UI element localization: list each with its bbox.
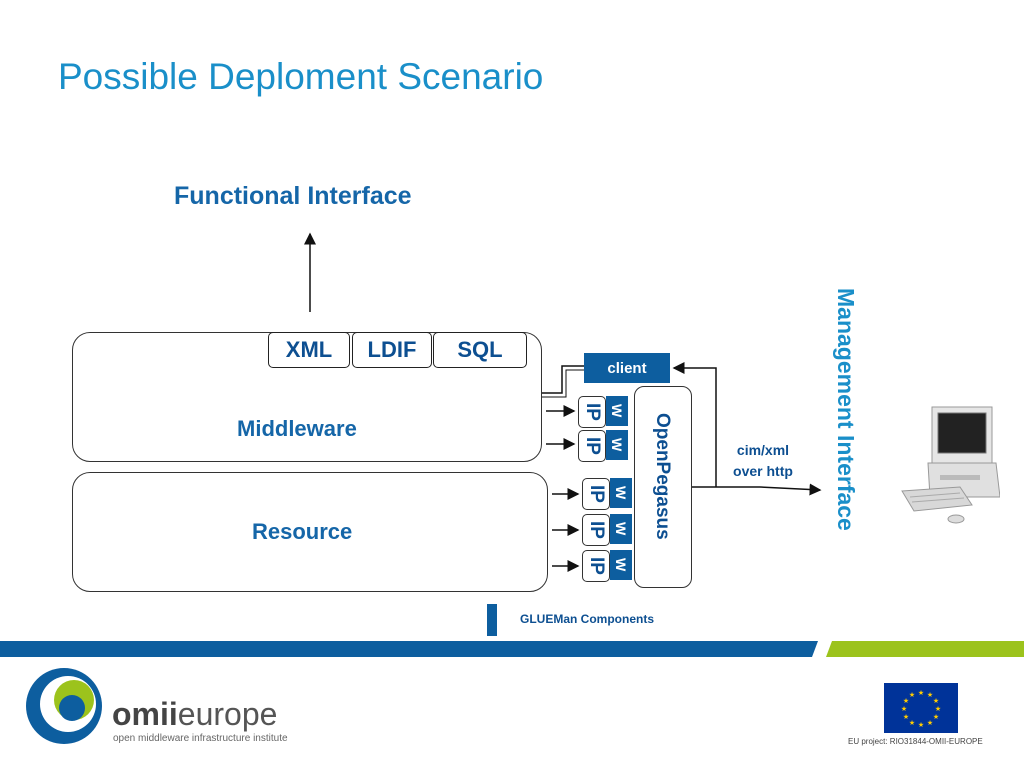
legend-swatch: [487, 604, 497, 636]
management-link: [690, 483, 822, 496]
ip-component: IP: [582, 478, 610, 510]
format-xml: XML: [268, 332, 350, 368]
functional-interface-label: Functional Interface: [174, 182, 412, 210]
svg-text:★: ★: [909, 719, 915, 727]
svg-text:★: ★: [918, 721, 924, 729]
format-ldif: LDIF: [352, 332, 432, 368]
svg-text:★: ★: [933, 697, 939, 705]
w-component: W: [606, 396, 628, 426]
svg-text:★: ★: [901, 705, 907, 713]
ip-component: IP: [582, 550, 610, 582]
ip-component: IP: [578, 396, 606, 428]
svg-text:★: ★: [918, 689, 924, 697]
resource-box: [72, 472, 548, 592]
svg-text:★: ★: [927, 719, 933, 727]
resource-label: Resource: [252, 519, 353, 544]
openpegasus-box: OpenPegasus: [634, 386, 692, 588]
svg-text:★: ★: [909, 691, 915, 699]
client-box: client: [584, 353, 670, 383]
omii-logo-wordmark: omiieurope: [112, 696, 278, 732]
middleware-label: Middleware: [237, 416, 357, 441]
computer-icon: [901, 406, 1000, 524]
svg-text:★: ★: [935, 705, 941, 713]
svg-text:★: ★: [903, 713, 909, 721]
footer-stripe: [0, 641, 1024, 657]
openpegasus-label: OpenPegasus: [652, 413, 673, 540]
format-sql: SQL: [433, 332, 527, 368]
w-component: W: [606, 430, 628, 460]
cim-label: cim/xml over http: [733, 442, 793, 479]
svg-text:★: ★: [927, 691, 933, 699]
page-title: Possible Deploment Scenario: [58, 56, 544, 97]
svg-text:★: ★: [933, 713, 939, 721]
w-component: W: [610, 514, 632, 544]
eu-flag-icon: ★★★ ★★★ ★★★ ★★★: [884, 683, 958, 733]
omii-logo-icon: [26, 668, 102, 744]
svg-text:★: ★: [903, 697, 909, 705]
eu-project-label: EU project: RIO31844-OMII-EUROPE: [848, 737, 983, 746]
omii-tagline: open middleware infrastructure institute: [113, 733, 288, 744]
management-interface-label: Management Interface: [833, 288, 859, 531]
w-component: W: [610, 550, 632, 580]
ip-component: IP: [578, 430, 606, 462]
w-component: W: [610, 478, 632, 508]
legend-label: GLUEMan Components: [520, 612, 654, 626]
ip-component: IP: [582, 514, 610, 546]
